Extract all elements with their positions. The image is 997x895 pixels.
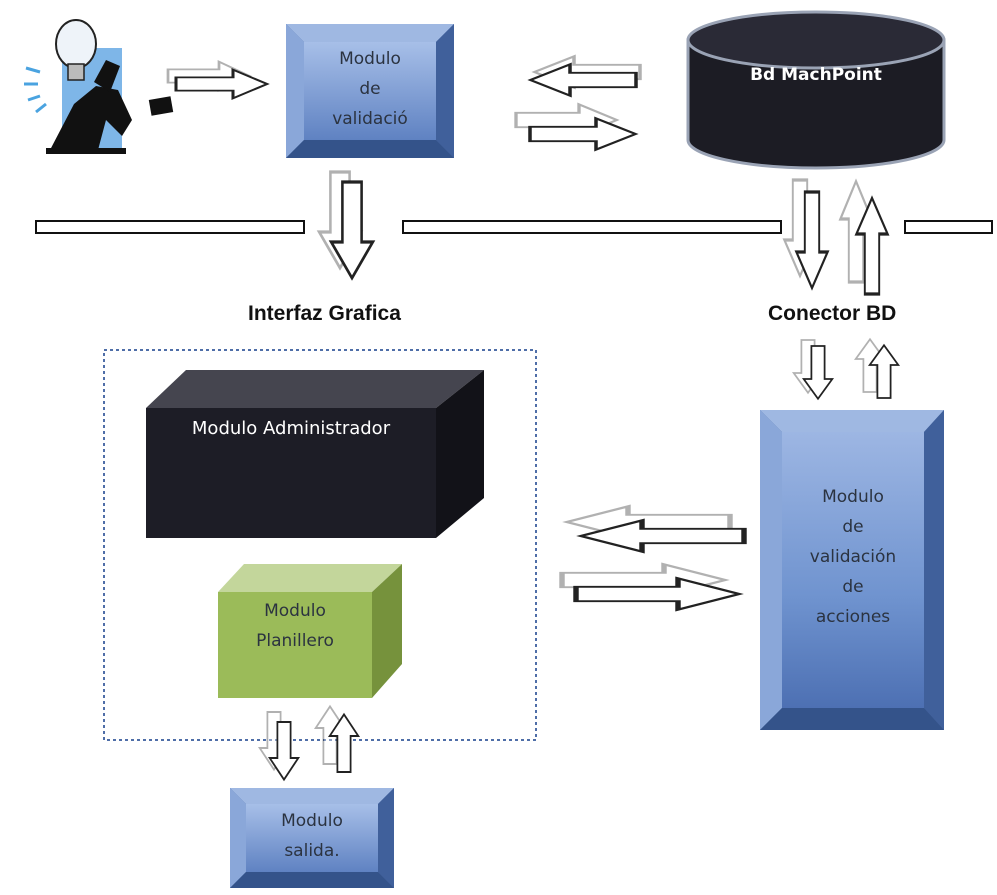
modulo-acciones-line3: validación — [809, 547, 897, 567]
modulo-validacion-line3: validació — [332, 109, 408, 129]
modulo-acciones-line5: acciones — [815, 607, 891, 627]
modulo-administrador-label: Modulo Administrador — [191, 418, 391, 439]
modulo-validacion-box — [286, 24, 454, 158]
arrow-acciones-to-conector — [854, 338, 900, 399]
arrow-interfaz-to-acciones — [562, 564, 739, 609]
modulo-validacion-line2: de — [359, 79, 381, 99]
businessman-lightbulb-icon — [24, 19, 174, 154]
arrow-salida-to-planillero — [314, 705, 360, 773]
modulo-planillero-box — [218, 564, 402, 698]
modulo-salida-line1: Modulo — [281, 811, 343, 831]
database-cylinder — [686, 10, 946, 170]
arrow-acciones-to-interfaz — [567, 506, 744, 551]
modulo-acciones-line4: de — [842, 577, 864, 597]
layer-bar-middle — [402, 220, 782, 234]
modulo-planillero-label: Modulo Planillero — [218, 596, 372, 656]
arrow-db-down — [782, 178, 830, 290]
interfaz-container — [103, 349, 537, 741]
arrow-validacion-down — [317, 170, 375, 280]
arrow-validacion-to-db — [514, 102, 638, 152]
modulo-validacion-acciones-box — [760, 410, 944, 730]
modulo-validacion-line1: Modulo — [339, 49, 401, 69]
modulo-salida-line2: salida. — [284, 841, 340, 861]
modulo-acciones-line1: Modulo — [822, 487, 884, 507]
modulo-administrador-box — [146, 370, 484, 538]
arrow-db-to-validacion — [528, 54, 642, 98]
modulo-salida-label: Modulo salida. — [246, 806, 378, 866]
arrow-conector-to-acciones — [792, 339, 834, 400]
database-label: Bd MachPoint — [750, 65, 882, 85]
modulo-planillero-line1: Modulo — [264, 601, 326, 621]
modulo-salida-box — [230, 788, 394, 888]
arrow-planillero-to-salida — [258, 711, 300, 781]
layer-bar-right — [904, 220, 993, 234]
modulo-validacion-acciones-label: Modulo de validación de acciones — [782, 482, 924, 632]
interfaz-grafica-label: Interfaz Grafica — [248, 302, 401, 325]
layer-bar-left — [35, 220, 305, 234]
arrow-conector-up — [838, 179, 890, 296]
modulo-acciones-line2: de — [842, 517, 864, 537]
conector-bd-label: Conector BD — [768, 302, 897, 325]
arrow-user-to-validacion — [166, 60, 269, 100]
modulo-validacion-label: Modulo de validació — [304, 44, 436, 134]
modulo-planillero-line2: Planillero — [256, 631, 334, 651]
